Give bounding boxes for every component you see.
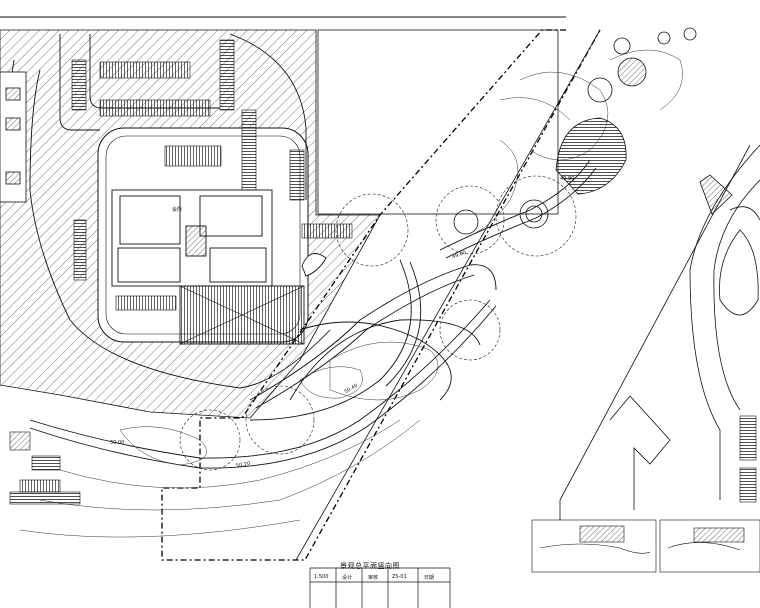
amphitheater [555, 117, 627, 195]
neighbor-stalls [739, 415, 757, 503]
contour-label: 49.80 [560, 176, 575, 182]
sheet-title: 景观总平面竖向图 [340, 562, 400, 570]
contour-curves [19, 49, 683, 538]
title-block-checker: 审核 [368, 575, 379, 581]
left-building [0, 71, 27, 203]
plaza-circles [453, 27, 697, 235]
tree-canopies [179, 175, 577, 471]
title-block-scale: 1:500 [314, 574, 329, 580]
contour-label: 50.00 [110, 440, 125, 446]
title-block [309, 567, 451, 608]
site-boundary [161, 29, 601, 561]
parking-stalls [71, 39, 353, 311]
blank-plot [317, 29, 559, 215]
key-plan-thumbs [531, 519, 760, 573]
title-block-date: 日期 [424, 575, 435, 581]
building-label: 会所 [172, 207, 183, 213]
main-building [111, 189, 273, 287]
detail-cluster-left [9, 431, 81, 505]
title-block-sheet-number: ZS-01 [392, 574, 407, 580]
neighbor-plot [609, 144, 760, 510]
title-block-designer: 设计 [342, 575, 353, 581]
road-island [301, 253, 327, 277]
